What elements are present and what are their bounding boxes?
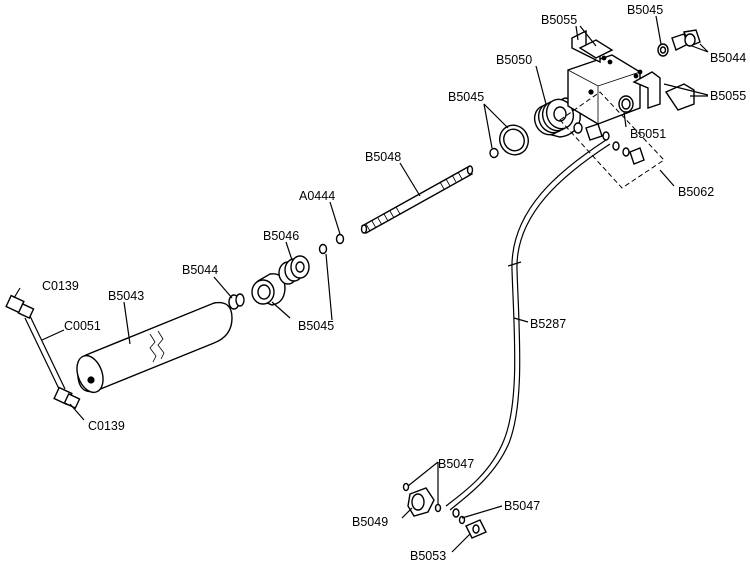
- label-b5055-top: B5055: [541, 13, 577, 27]
- part-labels: B5055 B5045 B5044 B5050 B5055 B5045 B505…: [42, 3, 746, 563]
- fitting-c0139-top: [5, 294, 35, 319]
- valve-body-b5051: [567, 54, 641, 125]
- nut-b5044-left: [228, 293, 245, 310]
- coil-b5050: [533, 97, 581, 138]
- spring-b5046: [278, 255, 310, 285]
- label-b5043: B5043: [108, 289, 144, 303]
- label-c0139-top: C0139: [42, 279, 79, 293]
- o-ring-shaft-end: [489, 147, 499, 159]
- bracket-b5055-right: [632, 69, 695, 111]
- cylinder-b5043: [76, 301, 233, 394]
- fitting-assembly-b5062: [559, 91, 665, 189]
- label-b5062: B5062: [678, 185, 714, 199]
- shaft-b5048: [360, 165, 474, 234]
- label-b5045-top: B5045: [627, 3, 663, 17]
- label-b5047-right: B5047: [504, 499, 540, 513]
- washer-b5045-top: [657, 43, 669, 57]
- label-b5044-top: B5044: [710, 51, 746, 65]
- label-b5046: B5046: [263, 229, 299, 243]
- label-b5050: B5050: [496, 53, 532, 67]
- label-b5049: B5049: [352, 515, 388, 529]
- label-b5287: B5287: [530, 317, 566, 331]
- label-b5051: B5051: [630, 127, 666, 141]
- o-ring-lower: [318, 243, 328, 255]
- label-b5053: B5053: [410, 549, 446, 563]
- label-c0051: C0051: [64, 319, 101, 333]
- rod-c0051: [24, 315, 66, 392]
- label-a0444: A0444: [299, 189, 335, 203]
- cable-b5287: [445, 139, 611, 511]
- fitting-c0139-bottom: [53, 386, 81, 409]
- leader-lines: [13, 15, 709, 553]
- label-b5047-top: B5047: [438, 457, 474, 471]
- ring-b5045-mid: [499, 124, 529, 156]
- washers-b5047: [402, 482, 466, 525]
- label-b5055-right: B5055: [710, 89, 746, 103]
- label-c0139-bottom: C0139: [88, 419, 125, 433]
- label-b5048: B5048: [365, 150, 401, 164]
- fitting-b5049: [407, 487, 435, 517]
- nut-b5044-top: [671, 29, 701, 51]
- label-b5044-left: B5044: [182, 263, 218, 277]
- o-ring-a0444: [335, 233, 345, 245]
- label-b5045-mid: B5045: [448, 90, 484, 104]
- label-b5045-low: B5045: [298, 319, 334, 333]
